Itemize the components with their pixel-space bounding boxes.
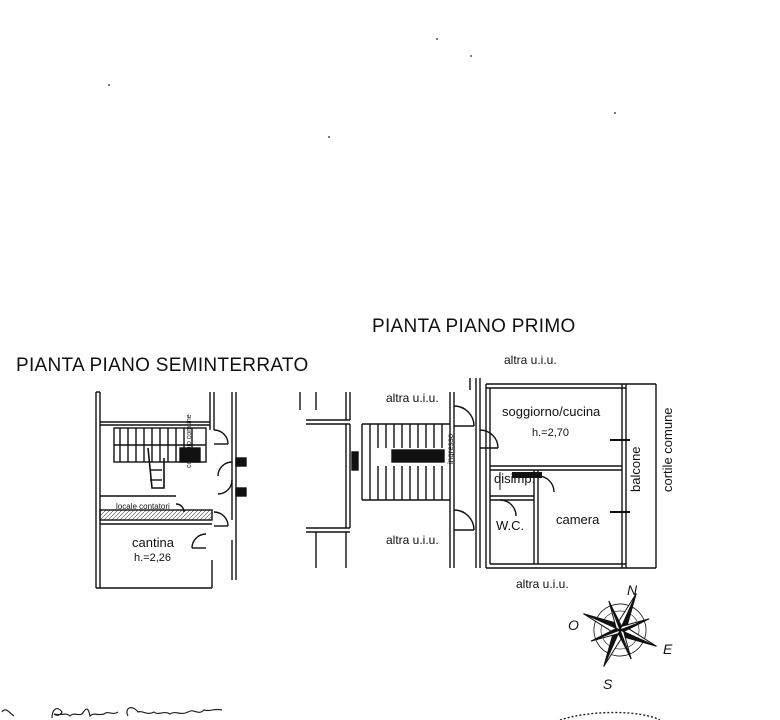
compass-south: S (603, 676, 613, 692)
label-wc: W.C. (496, 518, 524, 533)
primo-landing-walls (449, 378, 481, 568)
scan-speck (614, 112, 616, 114)
label-balcone: balcone (628, 446, 643, 492)
label-altra-uiu-bottom: altra u.i.u. (516, 577, 569, 591)
scan-speck (436, 38, 438, 40)
stamp-edge (559, 711, 661, 720)
label-cortile-comune: cortile comune (660, 407, 675, 492)
title-primo: PIANTA PIANO PRIMO (372, 316, 576, 337)
compass-east: E (663, 641, 673, 657)
plan-primo (299, 378, 657, 569)
primo-left-walls (299, 392, 359, 568)
primo-stair (361, 423, 450, 501)
label-locale-contatori: locale contatori (116, 502, 170, 511)
label-corridoio-comune: corridoio comune (186, 414, 193, 468)
label-soggiorno-height: h.=2,70 (532, 427, 569, 439)
primo-apartment-walls (479, 383, 657, 569)
scan-speck (328, 136, 330, 138)
label-soggiorno-cucina: soggiorno/cucina (502, 404, 601, 419)
label-disimp: disimp. (494, 471, 535, 486)
label-cantina-height: h.=2,26 (134, 552, 171, 564)
seminterrato-outer-walls (95, 391, 247, 589)
scan-speck (470, 55, 472, 57)
label-ingresso: ingresso (446, 433, 455, 464)
handwritten-signature (1, 707, 223, 719)
plan-seminterrato (95, 391, 247, 589)
label-altra-uiu-top: altra u.i.u. (504, 353, 557, 367)
seminterrato-meter-room (99, 495, 213, 525)
title-seminterrato: PIANTA PIANO SEMINTERRATO (16, 355, 309, 376)
compass-rose (583, 593, 657, 667)
label-altra-uiu-lower-left: altra u.i.u. (386, 533, 439, 547)
seminterrato-corridor-doors (191, 429, 233, 549)
scan-speck (108, 84, 110, 86)
label-cantina: cantina (132, 535, 175, 550)
label-camera: camera (556, 512, 600, 527)
compass-north: N (627, 582, 638, 598)
seminterrato-stair (100, 421, 210, 489)
compass-west: O (568, 617, 579, 633)
label-altra-uiu-upper-left: altra u.i.u. (386, 391, 439, 405)
